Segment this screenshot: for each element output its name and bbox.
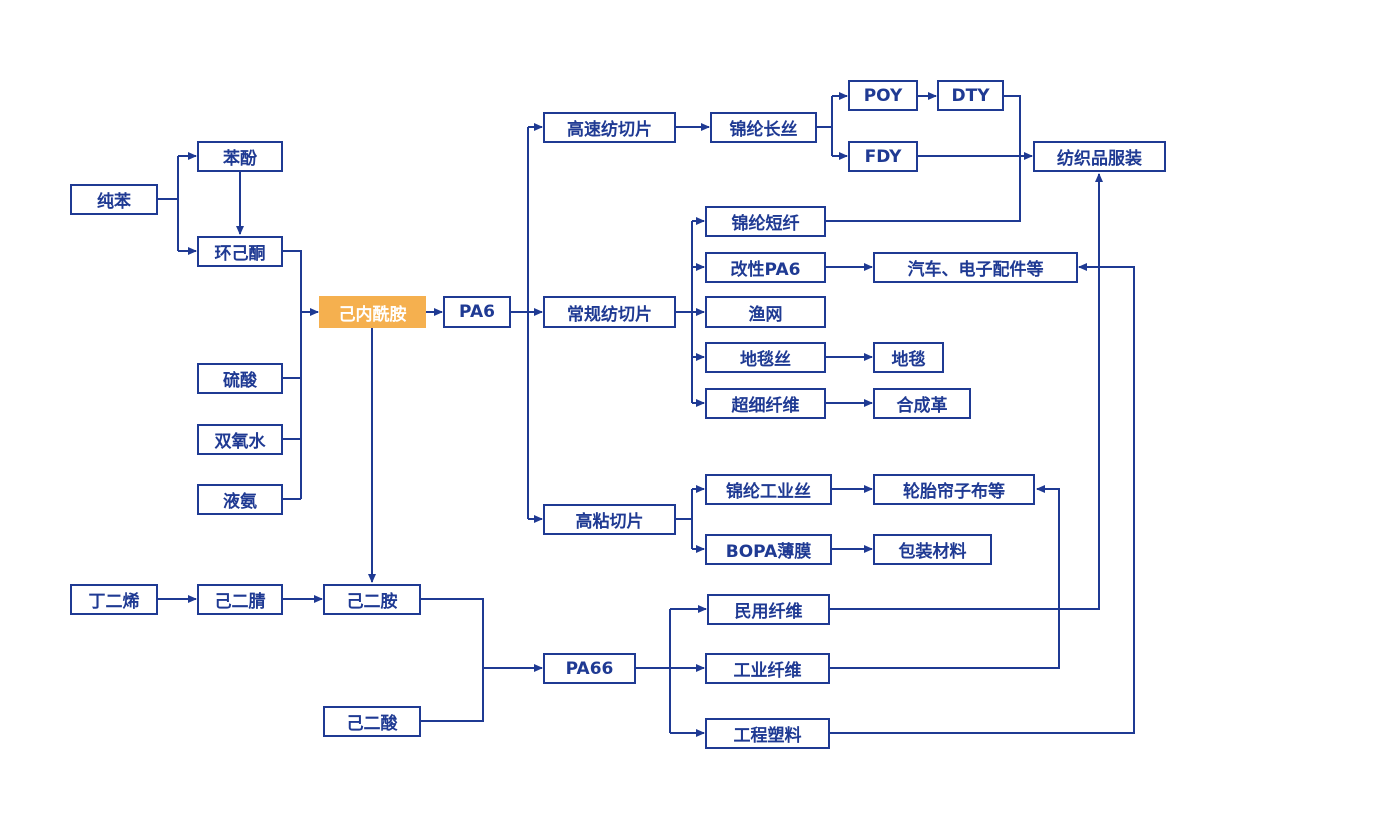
- node-dty: DTY: [937, 80, 1004, 111]
- node-poy: POY: [848, 80, 918, 111]
- node-fdy: FDY: [848, 141, 918, 172]
- node-fishing-net: 渔网: [705, 296, 826, 328]
- node-industrial-yarn: 锦纶工业丝: [705, 474, 832, 505]
- node-sulfuric-acid: 硫酸: [197, 363, 283, 394]
- node-high-viscosity-chips: 高粘切片: [543, 504, 676, 535]
- edge-plastics-to-auto: [830, 263, 1135, 734]
- node-adiponitrile: 己二腈: [197, 584, 283, 615]
- edge-pa6-trunk: [511, 127, 529, 519]
- node-liquid-ammonia: 液氨: [197, 484, 283, 515]
- edge-inputs-collector: [283, 250, 302, 500]
- node-regular-chips: 常规纺切片: [543, 296, 676, 328]
- node-microfiber: 超细纤维: [705, 388, 826, 419]
- node-nylon-staple: 锦纶短纤: [705, 206, 826, 237]
- node-civil-fiber: 民用纤维: [707, 594, 830, 625]
- node-high-speed-chips: 高速纺切片: [543, 112, 676, 143]
- node-butadiene: 丁二烯: [70, 584, 158, 615]
- node-auto-electronics: 汽车、电子配件等: [873, 252, 1078, 283]
- node-nylon-filament: 锦纶长丝: [710, 112, 817, 143]
- node-tire-cord: 轮胎帘子布等: [873, 474, 1035, 505]
- edge-pa66-trunk: [636, 609, 671, 733]
- node-industrial-fiber: 工业纤维: [705, 653, 830, 684]
- node-hydrogen-peroxide: 双氧水: [197, 424, 283, 455]
- node-carpet: 地毯: [873, 342, 944, 373]
- node-textile-apparel: 纺织品服装: [1033, 141, 1166, 172]
- node-phenol: 苯酚: [197, 141, 283, 172]
- node-bopa-film: BOPA薄膜: [705, 534, 832, 565]
- node-pa66: PA66: [543, 653, 636, 684]
- node-pa6: PA6: [443, 296, 511, 328]
- node-synthetic-leather: 合成革: [873, 388, 971, 419]
- node-pure-benzene: 纯苯: [70, 184, 158, 215]
- edge-industrial-fiber-to-tire: [830, 485, 1060, 669]
- edge-regular-trunk: [676, 221, 693, 403]
- edge-civil-to-textile: [830, 173, 1103, 610]
- edge-benzene-split: [158, 156, 179, 251]
- node-cyclohexanone: 环己酮: [197, 236, 283, 267]
- edge-dty-staple-collector: [826, 95, 1021, 222]
- node-modified-pa6: 改性PA6: [705, 252, 826, 283]
- node-carpet-yarn: 地毯丝: [705, 342, 826, 373]
- edge-highvisc-trunk: [676, 489, 693, 549]
- node-engineering-plastics: 工程塑料: [705, 718, 830, 749]
- node-packaging: 包装材料: [873, 534, 992, 565]
- edge-hmda-adipic-collector: [421, 598, 484, 722]
- node-adipic-acid: 己二酸: [323, 706, 421, 737]
- edge-filament-split: [817, 96, 833, 156]
- node-hexamethylenediamine: 己二胺: [323, 584, 421, 615]
- node-caprolactam: 己内酰胺: [319, 296, 426, 328]
